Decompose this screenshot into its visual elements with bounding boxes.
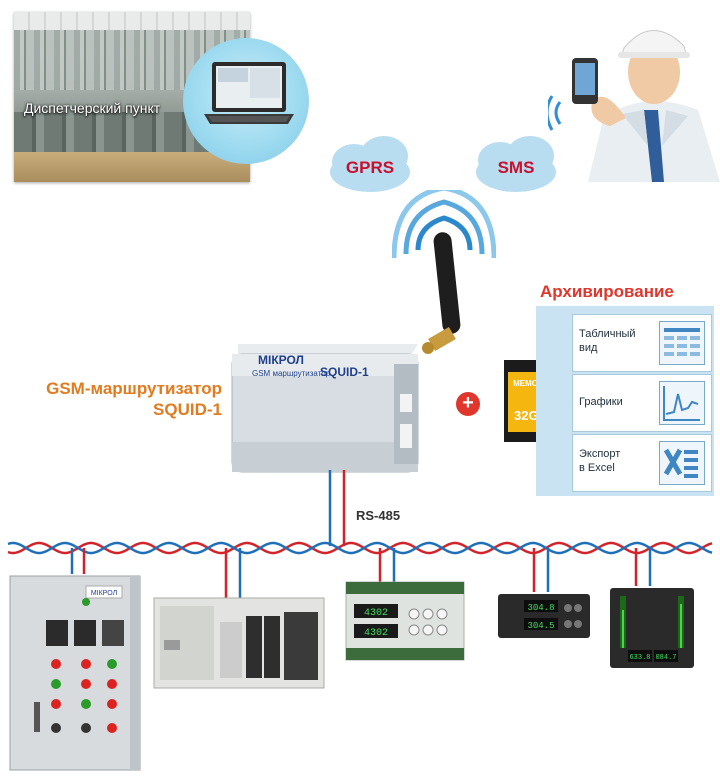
wireless-signal-icon — [392, 190, 496, 259]
dispatch-label: Диспетчерский пункт — [24, 100, 161, 116]
plus-icon: + — [456, 392, 480, 416]
antenna-icon — [422, 232, 461, 354]
router-caption: GSM-маршрутизатор SQUID-1 — [8, 378, 222, 420]
controller1-display-bottom: 4302 — [364, 628, 388, 639]
panel2-display-right: 084.7 — [655, 654, 676, 662]
router-caption-line1: GSM-маршрутизатор — [46, 379, 222, 398]
router-cables — [328, 470, 346, 546]
table-icon — [659, 321, 705, 365]
router-brand: МІКРОЛ — [258, 353, 304, 367]
router-caption-line2: SQUID-1 — [153, 400, 222, 419]
control-cabinet: МІКРОЛ — [9, 575, 141, 771]
excel-icon — [659, 441, 705, 485]
archive-item-label: вид — [579, 342, 598, 354]
plc-controller — [153, 597, 325, 689]
sms-cloud: SMS — [476, 136, 556, 192]
archive-panel: Табличный вид Графики Экспорт в Excel — [536, 306, 714, 496]
panel-meter-1: 304.8 304.5 — [498, 594, 590, 638]
gprs-cloud: GPRS — [330, 136, 410, 192]
archive-title: Архивирование — [540, 282, 674, 301]
router-model: SQUID-1 — [320, 365, 369, 379]
archive-item-label: Табличный — [579, 328, 636, 340]
sms-label: SMS — [498, 158, 535, 177]
archive-item-label: Экспорт — [579, 448, 621, 460]
rs485-label: RS-485 — [356, 508, 401, 523]
controller1-display-top: 4302 — [364, 608, 388, 619]
cabinet-brand: МІКРОЛ — [91, 590, 118, 597]
clouds: GPRS SMS — [330, 136, 556, 192]
measurement-controller: 4302 4302 — [345, 581, 465, 661]
router-subtitle: GSM маршрутизатор — [252, 369, 331, 378]
panel1-display-bottom: 304.5 — [527, 621, 554, 631]
engineer-illustration — [548, 30, 720, 182]
sd-brand: MEMORY — [513, 379, 549, 388]
panel-meter-2: 633.8 084.7 — [610, 588, 694, 668]
rs485-bus — [7, 541, 713, 555]
panel2-display-left: 633.8 — [629, 654, 650, 662]
device-drop-cables — [70, 548, 652, 598]
archive-item-charts: Графики — [572, 374, 712, 432]
panel1-display-top: 304.8 — [527, 603, 554, 613]
archive-item-label: в Excel — [579, 462, 615, 474]
archive-item-label: Графики — [579, 396, 623, 408]
gprs-label: GPRS — [346, 158, 394, 177]
laptop-icon — [204, 62, 294, 124]
gsm-router-device: МІКРОЛ GSM маршрутизатор SQUID-1 — [231, 344, 419, 473]
archive-item-table: Табличный вид — [572, 314, 712, 372]
chart-icon — [659, 381, 705, 425]
archive-item-excel: Экспорт в Excel — [572, 434, 712, 492]
